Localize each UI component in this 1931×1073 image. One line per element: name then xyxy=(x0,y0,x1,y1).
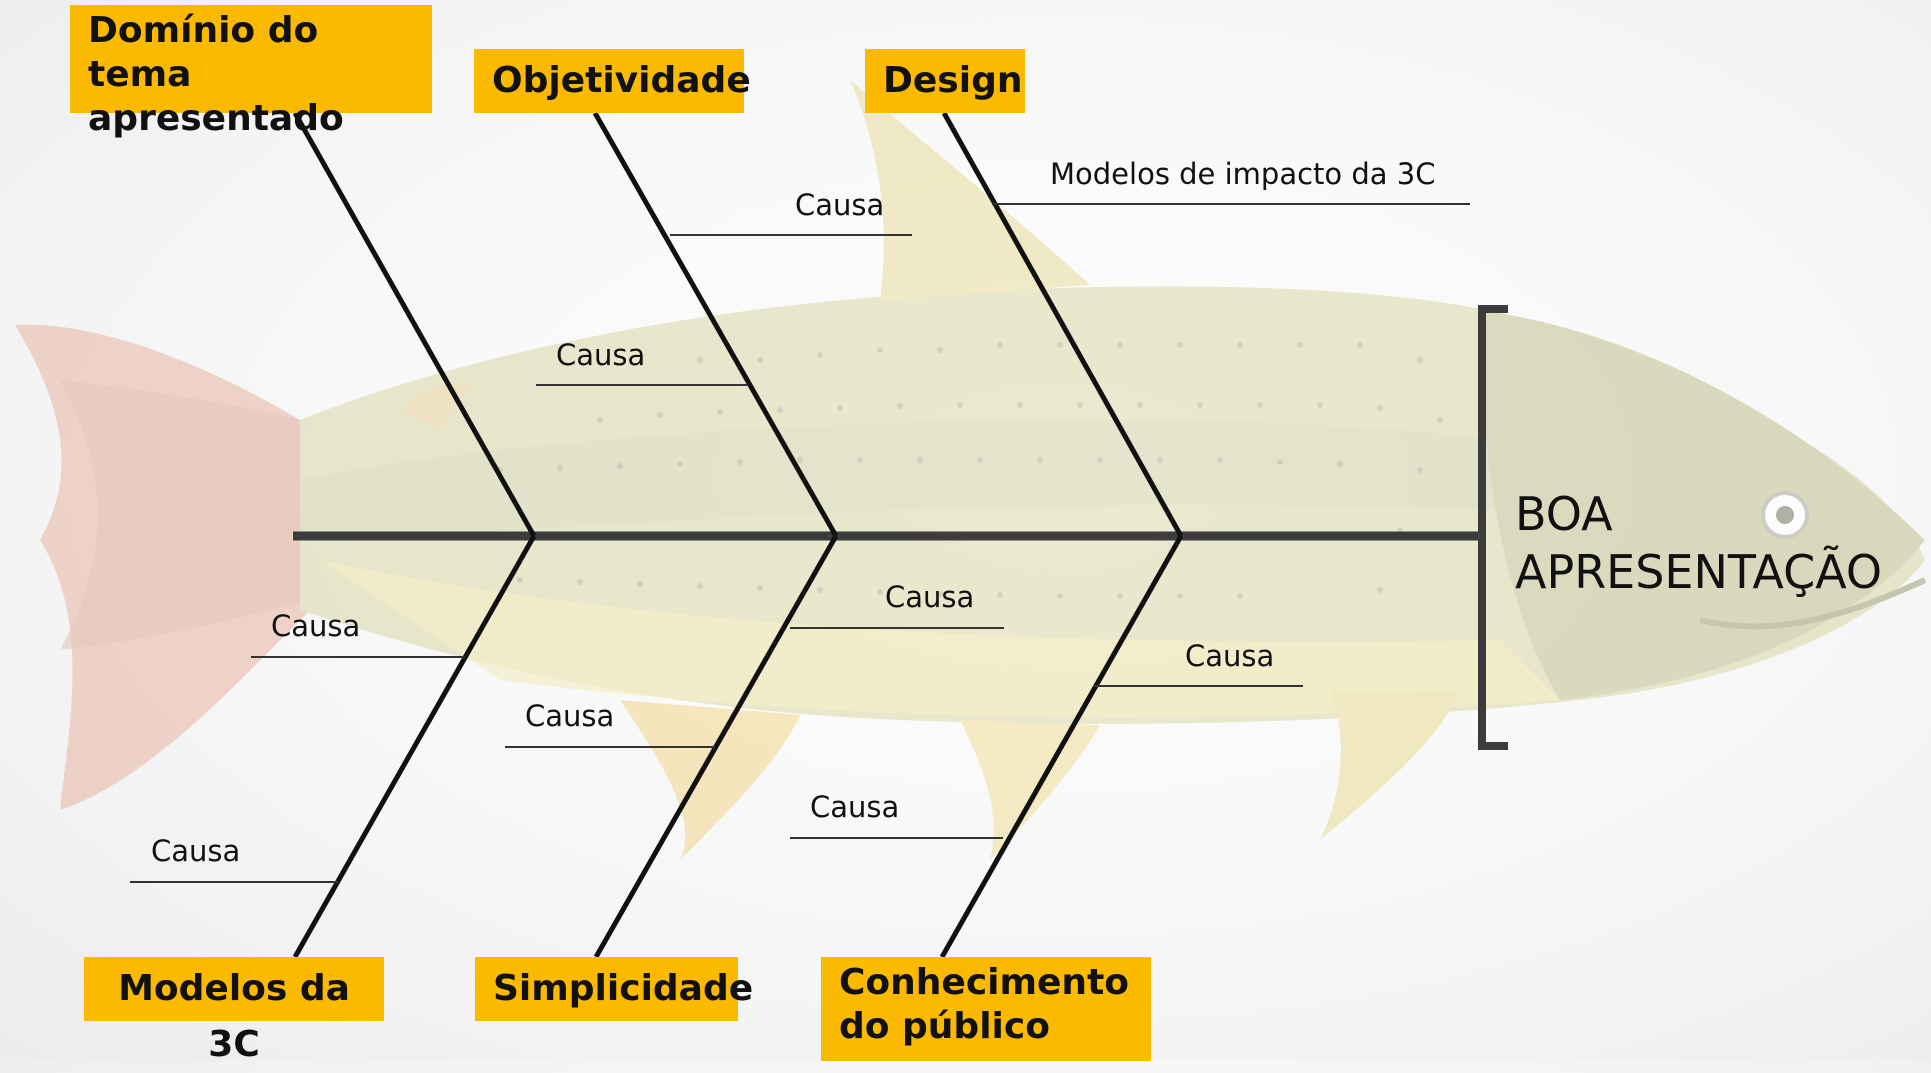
category-box-design: Design xyxy=(865,49,1025,113)
category-box-conhecimento-publico: Conhecimento do público xyxy=(821,957,1151,1061)
category-box-modelos-3c: Modelos da 3C xyxy=(84,957,384,1065)
category-box-simplicidade: Simplicidade xyxy=(475,957,753,1021)
category-box-objetividade: Objetividade xyxy=(474,49,751,113)
cause-label-bottom-3a: Causa xyxy=(1185,639,1275,673)
bone-top-2 xyxy=(592,111,839,538)
cause-label-bottom-1a: Causa xyxy=(271,609,361,643)
cause-label-bottom-1b: Causa xyxy=(151,834,241,868)
effect-bracket xyxy=(1478,305,1508,750)
bone-bottom-2 xyxy=(593,534,839,959)
fish-head xyxy=(1480,310,1925,700)
fish-tail xyxy=(15,324,310,810)
fish-belly-fin xyxy=(620,700,800,860)
cause-label-top-2: Causa xyxy=(795,188,885,222)
cause-label-bottom-3b: Causa xyxy=(810,790,900,824)
fish-illustration xyxy=(15,80,1927,860)
bone-bottom-3 xyxy=(939,534,1184,959)
category-box-dominio-tema: Domínio do tema apresentado xyxy=(70,5,432,139)
fish-dorsal-fin xyxy=(850,80,1090,300)
cause-label-bottom-2a: Causa xyxy=(885,580,975,614)
bone-top-3 xyxy=(941,111,1184,538)
bone-top-1 xyxy=(292,111,537,538)
cause-label-top-1: Causa xyxy=(556,338,646,372)
bone-bottom-1 xyxy=(292,534,537,959)
cause-label-top-3: Modelos de impacto da 3C xyxy=(1050,157,1436,191)
cause-label-bottom-2b: Causa xyxy=(525,699,615,733)
effect-label: BOA APRESENTAÇÃO xyxy=(1515,487,1883,599)
